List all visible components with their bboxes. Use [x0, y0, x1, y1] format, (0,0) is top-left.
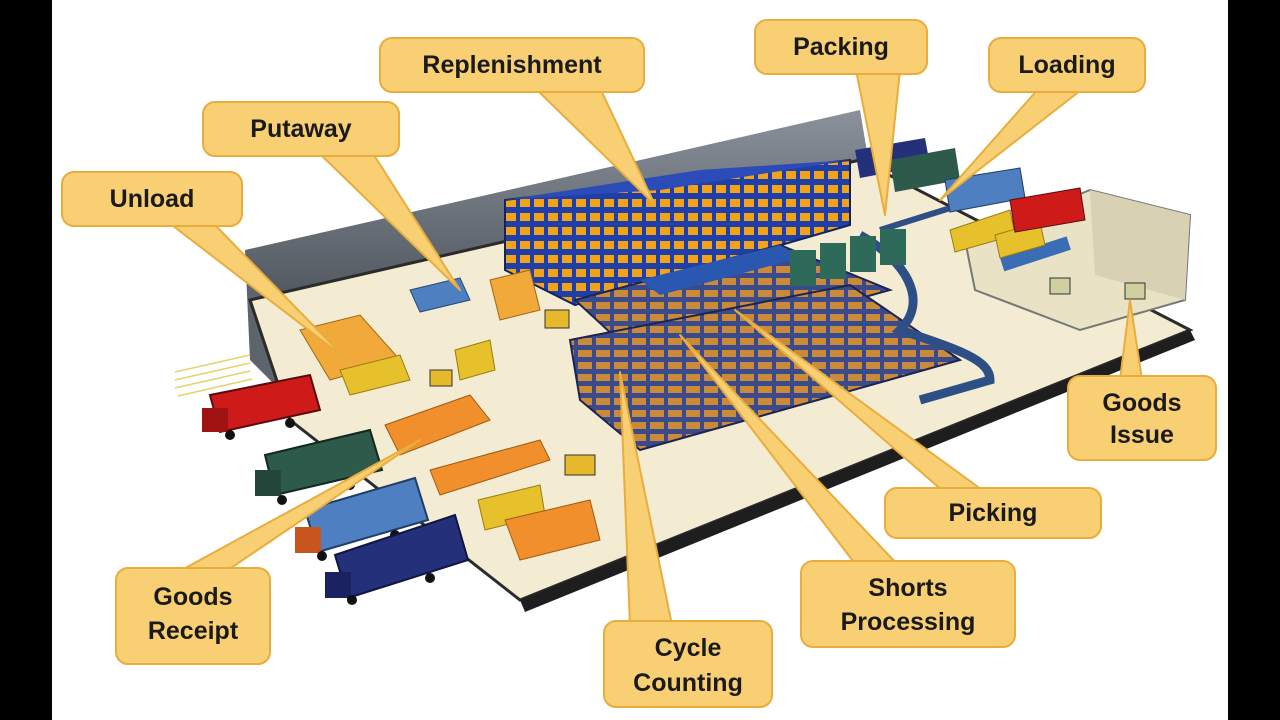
callout-label-goods-receipt-2: Receipt [148, 617, 239, 645]
truck-red [202, 373, 322, 440]
conveyor-branch [879, 202, 961, 233]
callout-label-goods-receipt-1: Goods [153, 583, 232, 611]
callout-box-goods-receipt [115, 567, 271, 665]
callout-label-loading: Loading [1018, 51, 1115, 79]
goods-issue-counter [1000, 236, 1071, 272]
callout-label-packing: Packing [793, 33, 889, 61]
callout-box-picking [884, 487, 1102, 539]
callout-box-goods-issue [1067, 375, 1217, 461]
truck-navy [325, 513, 470, 605]
truck-green [255, 428, 384, 505]
outbound-truck-red [1009, 187, 1086, 233]
callout-label-shorts-processing-1: Shorts [868, 574, 947, 602]
truck-light-blue [295, 476, 430, 561]
inbound-pallets [299, 209, 1046, 561]
callout-label-goods-issue-2: Issue [1110, 421, 1174, 449]
callout-label-picking: Picking [949, 499, 1038, 527]
callout-box-putaway [202, 101, 400, 157]
dock-stripes [174, 354, 253, 397]
packing-stations [790, 229, 906, 286]
outbound-truck-green [890, 148, 960, 192]
callout-box-replenishment [379, 37, 645, 93]
callout-label-putaway: Putaway [250, 115, 352, 143]
callout-label-replenishment: Replenishment [422, 51, 602, 79]
callout-box-packing [754, 19, 928, 75]
picking-rack-roof [640, 245, 800, 295]
callout-box-shorts-processing [800, 560, 1016, 648]
callout-box-cycle-counting [603, 620, 773, 708]
floor-edge [520, 330, 1195, 612]
callout-label-cycle-counting-1: Cycle [655, 634, 722, 662]
callout-label-shorts-processing-2: Processing [841, 608, 976, 636]
goods-issue-wall [1090, 190, 1190, 300]
callout-box-unload [61, 171, 243, 227]
callout-label-unload: Unload [110, 185, 195, 213]
callout-label-goods-issue-1: Goods [1102, 389, 1181, 417]
forklifts [429, 277, 1146, 476]
callout-box-loading [988, 37, 1146, 93]
picking-rack-lower [568, 283, 963, 452]
callout-label-cycle-counting-2: Counting [633, 669, 743, 697]
high-bay-rack-top [505, 160, 850, 200]
